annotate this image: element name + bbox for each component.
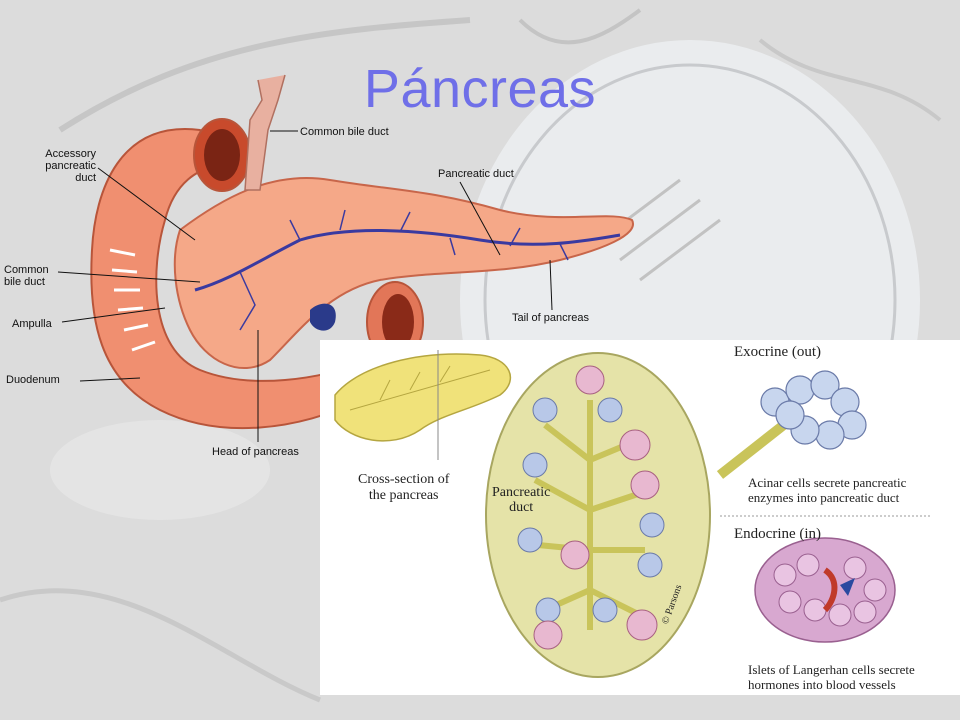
endocrine-caption: Islets of Langerhan cells secrete hormon… xyxy=(748,662,915,692)
cross-section-caption: Cross-section of the pancreas xyxy=(358,472,449,504)
label-ampulla: Ampulla xyxy=(12,318,52,330)
label-duodenum: Duodenum xyxy=(6,374,60,386)
label-accessory-line-3: duct xyxy=(75,172,96,184)
endocrine-caption-line-1: Islets of Langerhan cells secrete xyxy=(748,662,915,677)
label-common-bile-duct: Common bile duct xyxy=(300,126,389,138)
exocrine-heading: Exocrine (out) xyxy=(734,344,822,360)
label-common-line-1: Common xyxy=(4,264,49,276)
pancreatic-duct-label: Pancreatic duct xyxy=(492,485,550,515)
duct-label-line-1: Pancreatic xyxy=(492,485,551,500)
exocrine-caption: Acinar cells secrete pancreatic enzymes … xyxy=(748,475,906,505)
pancreas-anatomy-illustration xyxy=(57,74,634,442)
endocrine-caption-line-2: hormones into blood vessels xyxy=(748,677,896,692)
label-common-bile-duct-left: Common bile duct xyxy=(4,264,49,288)
label-common-line-2: bile duct xyxy=(4,276,45,288)
endocrine-heading: Endocrine (in) xyxy=(734,526,822,542)
slide-title: Páncreas xyxy=(363,59,597,119)
label-pancreatic-duct: Pancreatic duct xyxy=(438,168,514,180)
exocrine-caption-line-2: enzymes into pancreatic duct xyxy=(748,490,900,505)
cross-section-caption-line-1: Cross-section of xyxy=(358,472,450,487)
label-tail-of-pancreas: Tail of pancreas xyxy=(512,312,590,324)
histology-illustrations xyxy=(334,350,930,678)
label-head-of-pancreas: Head of pancreas xyxy=(212,446,299,458)
label-accessory-line-1: Accessory xyxy=(45,148,96,160)
label-accessory-line-2: pancreatic xyxy=(45,160,96,172)
exocrine-caption-line-1: Acinar cells secrete pancreatic xyxy=(748,475,907,490)
duct-label-line-2: duct xyxy=(509,500,534,515)
cross-section-caption-line-2: the pancreas xyxy=(368,488,439,503)
label-accessory-duct: Accessory pancreatic duct xyxy=(30,148,96,184)
histology-panel: Cross-section of the pancreas Pancreatic… xyxy=(320,340,960,695)
